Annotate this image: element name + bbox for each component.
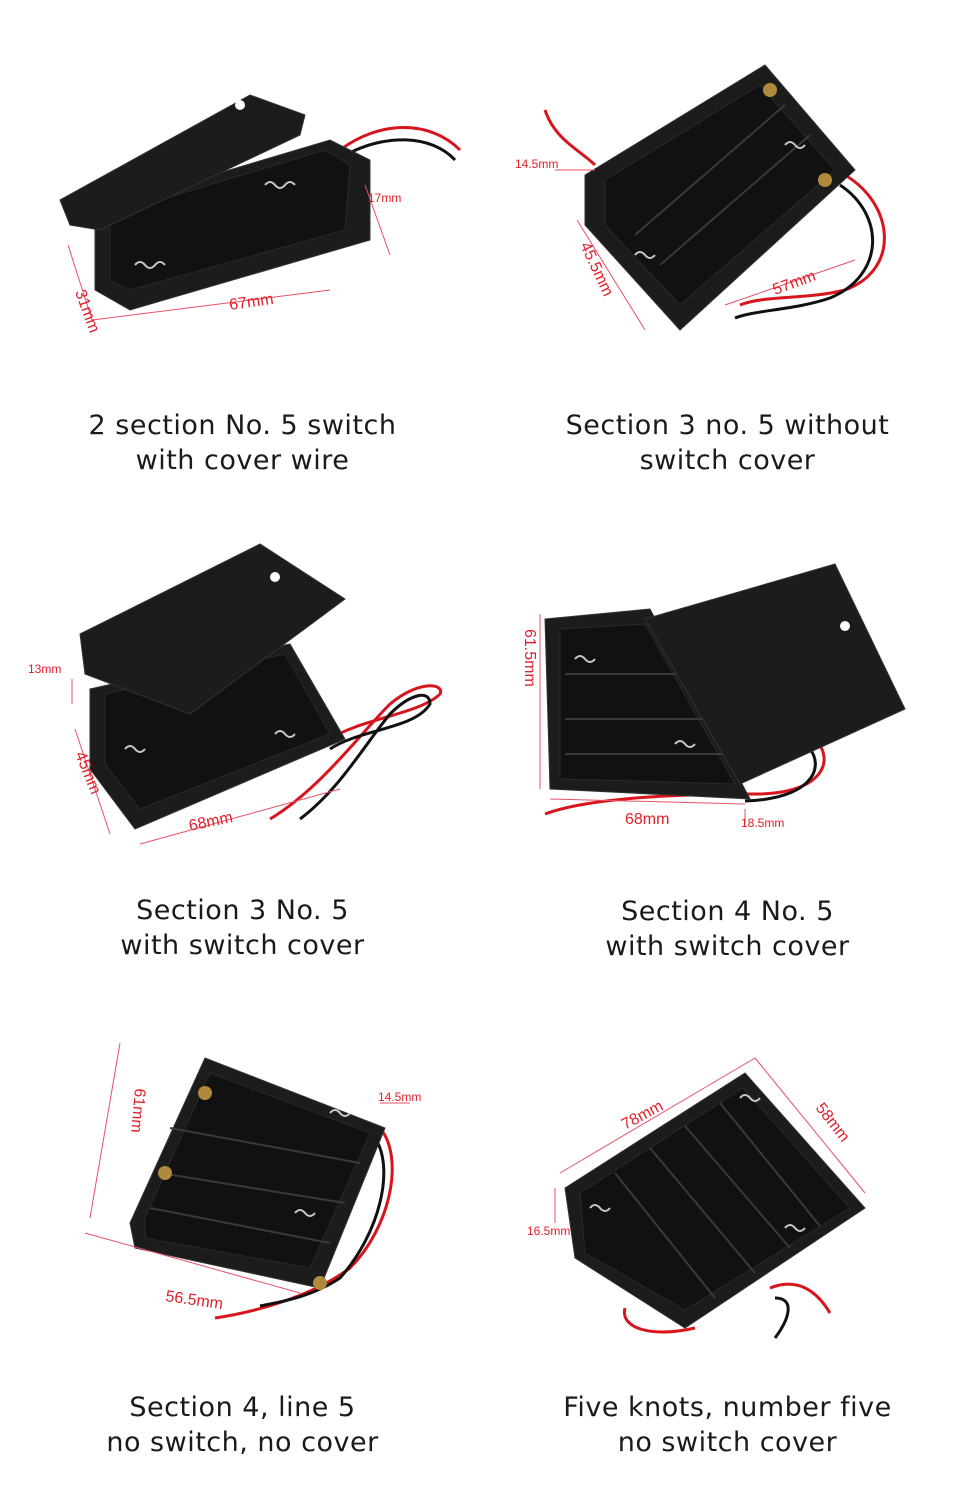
product-caption: Five knots, number five no switch cover: [485, 1390, 970, 1460]
caption-line: with switch cover: [120, 930, 365, 961]
caption-line: with switch cover: [605, 931, 850, 962]
product-caption: Section 4 No. 5 with switch cover: [485, 894, 970, 964]
product-card-4: 61.5mm 68mm 18.5mm Section 4 No. 5 with …: [485, 499, 970, 998]
caption-line: Section 3 no. 5 without: [565, 410, 890, 441]
product-photo-2-cell-switch-cover: 31mm 67mm 17mm: [0, 0, 485, 390]
product-card-3: 13mm 45mm 68mm Section 3 No. 5 with swit…: [0, 499, 485, 998]
caption-line: switch cover: [639, 445, 816, 476]
dimension-label: 14.5mm: [378, 1090, 421, 1104]
product-card-6: 78mm 58mm 16.5mm Five knots, number five…: [485, 998, 970, 1497]
dimension-label: 67mm: [228, 291, 274, 314]
product-card-1: 31mm 67mm 17mm 2 section No. 5 switch wi…: [0, 0, 485, 499]
caption-line: no switch cover: [617, 1427, 838, 1458]
product-card-2: 14.5mm 45.5mm 57mm Section 3 no. 5 witho…: [485, 0, 970, 499]
dimension-label: 68mm: [625, 811, 669, 828]
dimension-label: 31mm: [71, 288, 102, 336]
product-photo-5-cell-no-cover: 78mm 58mm 16.5mm: [485, 998, 970, 1388]
product-photo-3-cell-switch-cover: 13mm 45mm 68mm: [0, 499, 485, 889]
product-caption: Section 3 no. 5 without switch cover: [485, 408, 970, 478]
caption-line: Section 3 No. 5: [136, 895, 349, 926]
dimension-label: 17mm: [368, 191, 401, 205]
caption-line: no switch, no cover: [106, 1427, 379, 1458]
dimension-label: 18.5mm: [741, 816, 784, 830]
dimension-label: 14.5mm: [515, 157, 558, 171]
product-caption: Section 3 No. 5 with switch cover: [0, 893, 485, 963]
product-caption: 2 section No. 5 switch with cover wire: [0, 408, 485, 478]
dimension-label: 61mm: [127, 1088, 148, 1134]
product-card-5: 61mm 14.5mm 56.5mm Section 4, line 5 no …: [0, 998, 485, 1497]
caption-line: Five knots, number five: [563, 1392, 892, 1423]
product-photo-4-cell-no-cover: 61mm 14.5mm 56.5mm: [0, 998, 485, 1388]
product-photo-3-cell-no-cover: 14.5mm 45.5mm 57mm: [485, 0, 970, 390]
dimension-label: 68mm: [187, 809, 234, 835]
dimension-label: 16.5mm: [527, 1224, 570, 1238]
caption-line: 2 section No. 5 switch: [88, 410, 397, 441]
caption-line: with cover wire: [135, 445, 350, 476]
product-caption: Section 4, line 5 no switch, no cover: [0, 1390, 485, 1460]
dimension-label: 13mm: [28, 662, 61, 676]
dimension-label: 58mm: [812, 1100, 853, 1145]
caption-line: Section 4, line 5: [129, 1392, 356, 1423]
product-photo-4-cell-switch-cover: 61.5mm 68mm 18.5mm: [485, 499, 970, 889]
caption-line: Section 4 No. 5: [621, 896, 834, 927]
dimension-label: 56.5mm: [164, 1288, 224, 1313]
dimension-label: 61.5mm: [521, 629, 538, 687]
